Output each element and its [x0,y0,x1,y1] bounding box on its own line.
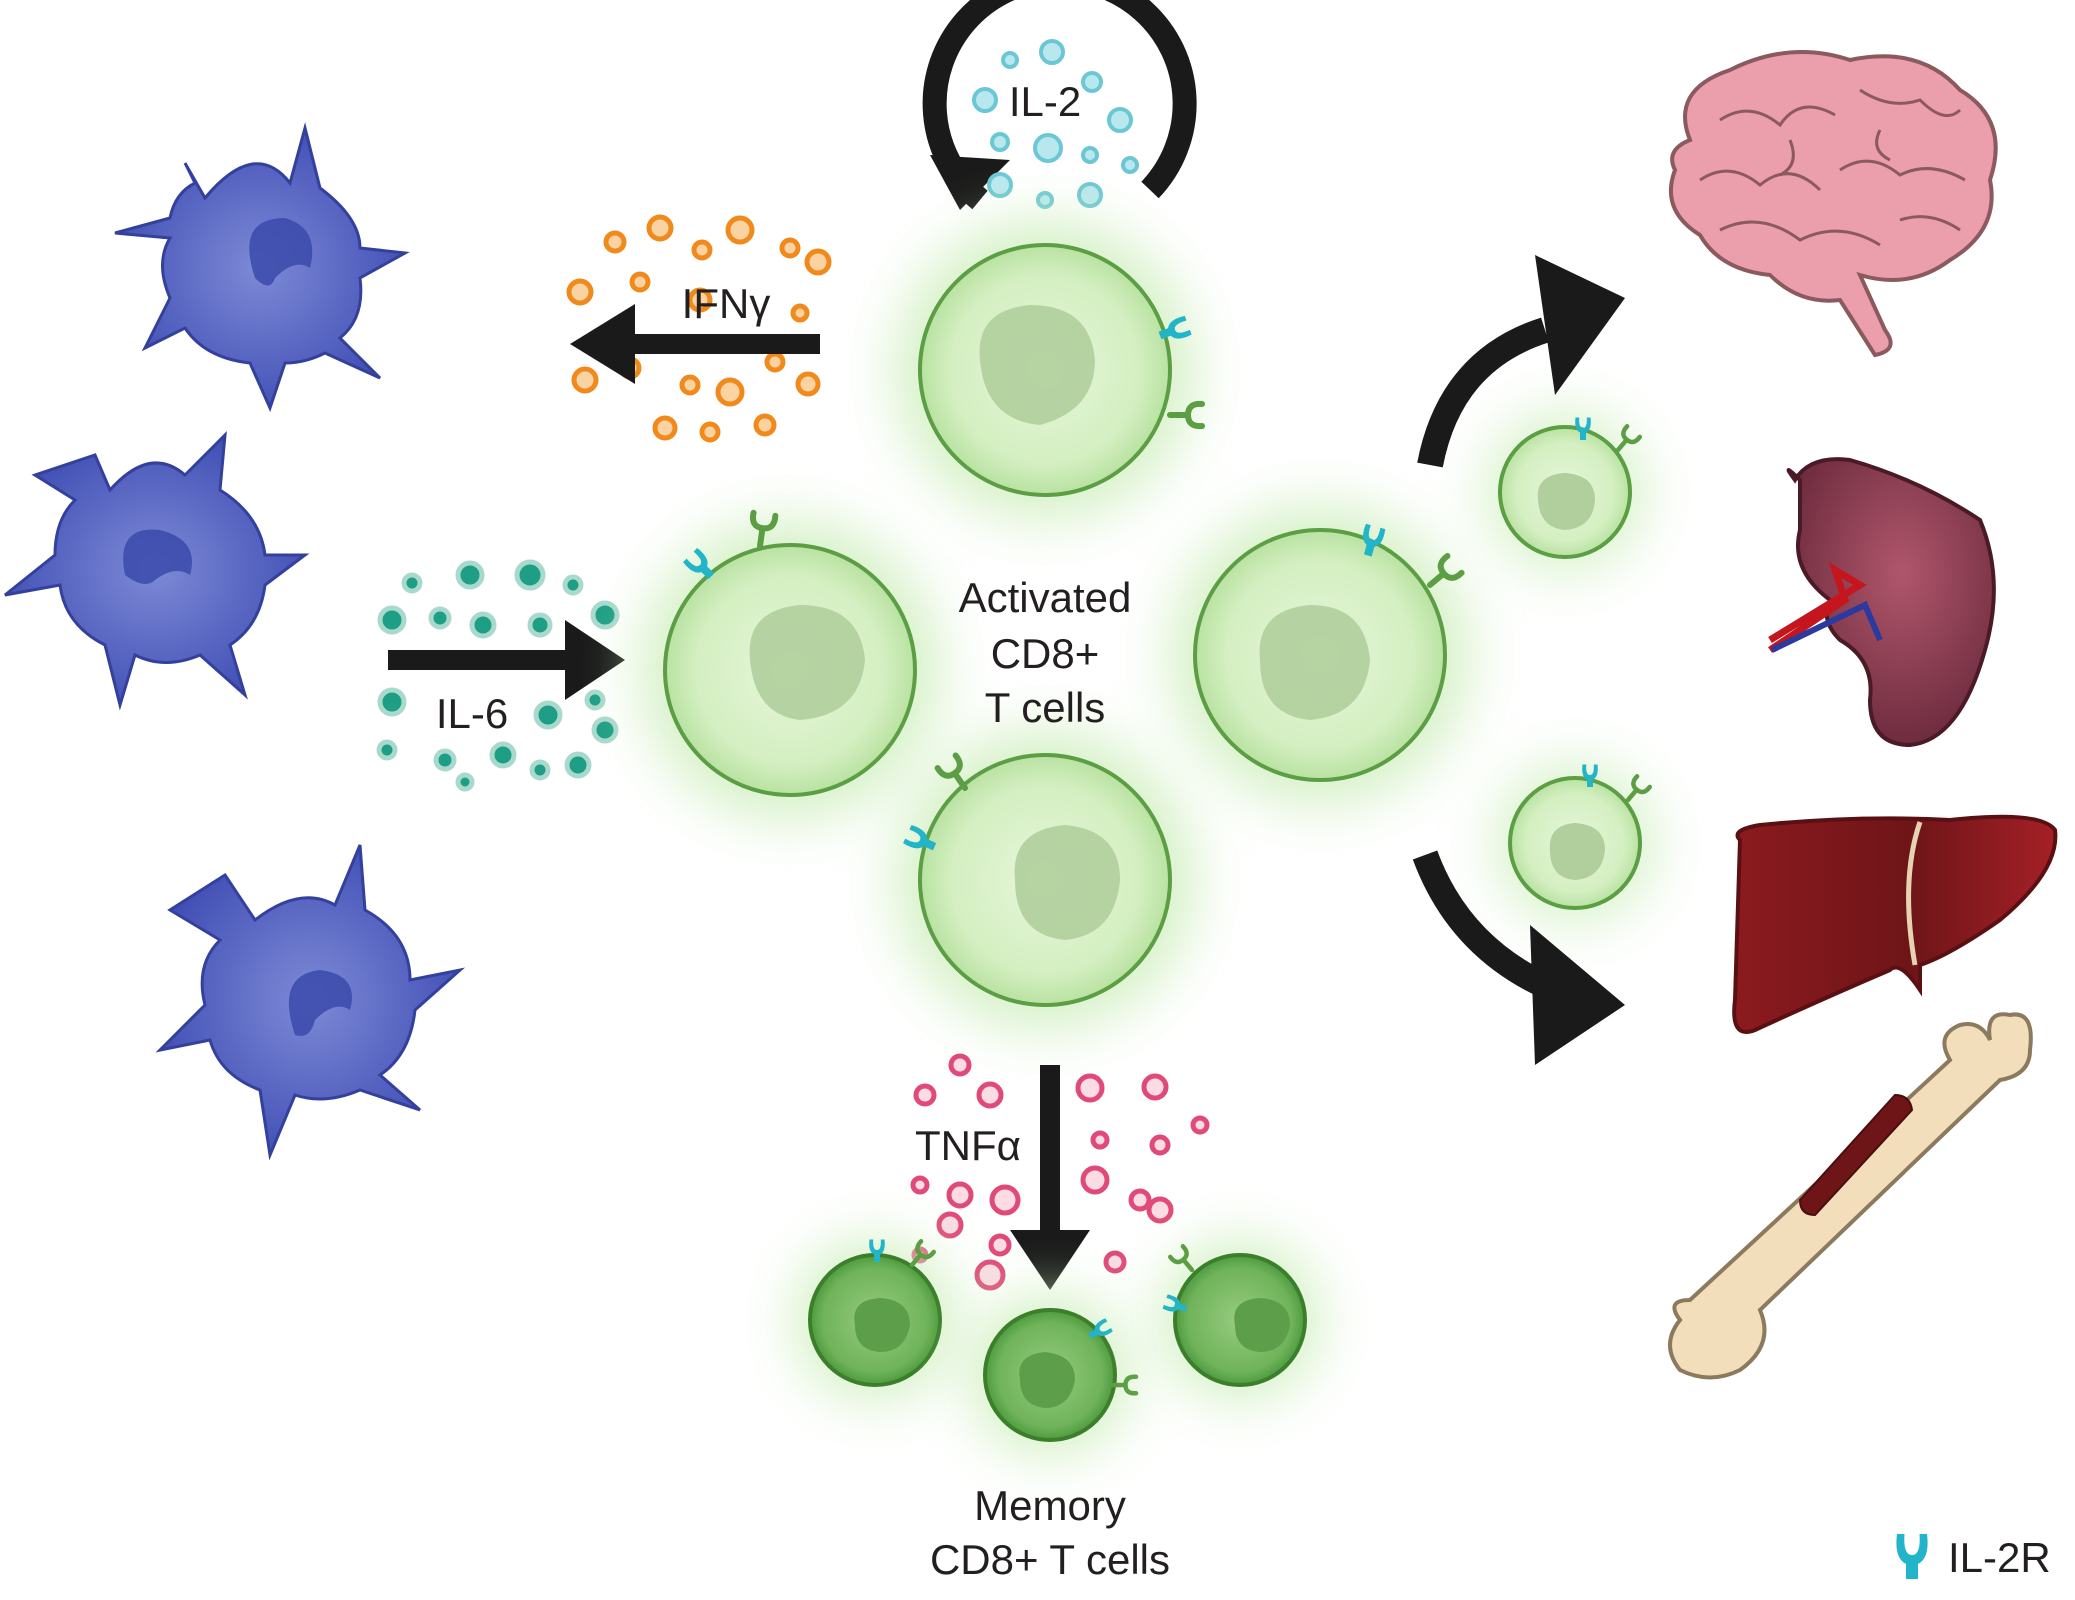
legend-il2r-label: IL-2R [1948,1534,2051,1581]
migrating-tcell-upper [1485,412,1645,572]
legend: IL-2R [1896,1534,2051,1581]
ifng-secretion: IFNγ [566,214,832,443]
svg-text:CD8+: CD8+ [991,630,1100,677]
svg-text:Activated: Activated [959,574,1132,621]
bone-icon [1668,1012,2033,1380]
svg-text:T cells: T cells [985,684,1106,731]
il6-label: IL-6 [436,690,508,737]
brain-icon [1668,50,1998,358]
activated-tcell-bottom [895,730,1195,1030]
tnfa-secretion: TNFα [910,1053,1210,1291]
migrating-tcell-lower [1495,763,1655,923]
dendritic-cell-middle [4,431,310,711]
migration-arrow-down [1412,850,1625,1065]
memory-tcell-right [1160,1240,1320,1400]
il2-autocrine-loop: IL-2 [922,0,1197,210]
activated-tcell-right [1170,505,1470,805]
liver-icon [1732,814,2058,1034]
il6-secretion: IL-6 [376,559,625,792]
memory-cells-label: Memory CD8+ T cells [930,1482,1170,1583]
activated-cells-label: Activated CD8+ T cells [959,574,1132,731]
memory-tcell-center [970,1295,1136,1455]
dendritic-cell-bottom [155,844,466,1161]
activated-tcell-top [895,220,1202,520]
migration-arrow-up [1417,255,1625,468]
dendritic-cell-top [114,122,410,413]
activated-tcell-left [640,513,940,820]
svg-text:Memory: Memory [974,1482,1126,1529]
ifng-label: IFNγ [682,280,771,327]
il2-label: IL-2 [1009,78,1081,125]
svg-text:CD8+ T cells: CD8+ T cells [930,1536,1170,1583]
tnfa-label: TNFα [915,1122,1021,1169]
il2r-receptor-icon [1896,1534,1928,1579]
kidney-icon [1768,457,1996,748]
memory-tcell-left [795,1240,955,1400]
